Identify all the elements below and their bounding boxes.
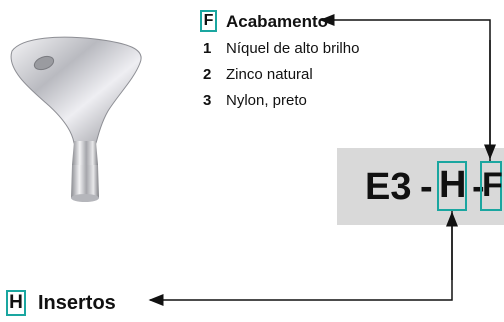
code-prefix: E3 [365, 166, 412, 208]
code-slot-insert: H [437, 161, 467, 211]
inserts-title: Insertos [38, 292, 116, 314]
product-code-panel [337, 148, 504, 225]
arrow-insert-connector [148, 211, 453, 306]
finish-option-label: Níquel de alto brilho [226, 40, 360, 57]
finish-letter-badge: F [200, 10, 217, 32]
finish-option-number: 1 [203, 40, 212, 57]
finish-option-label: Nylon, preto [226, 92, 307, 109]
arrow-finish-connector [319, 14, 491, 161]
code-slot-finish: F [480, 161, 503, 211]
finish-title: Acabamento [226, 12, 329, 31]
key-product-image [10, 36, 142, 202]
code-separator-1: - [420, 166, 433, 208]
finish-option-label: Zinco natural [226, 66, 313, 83]
finish-option-number: 2 [203, 66, 212, 83]
inserts-letter-badge: H [6, 290, 26, 316]
finish-option-number: 3 [203, 92, 212, 109]
